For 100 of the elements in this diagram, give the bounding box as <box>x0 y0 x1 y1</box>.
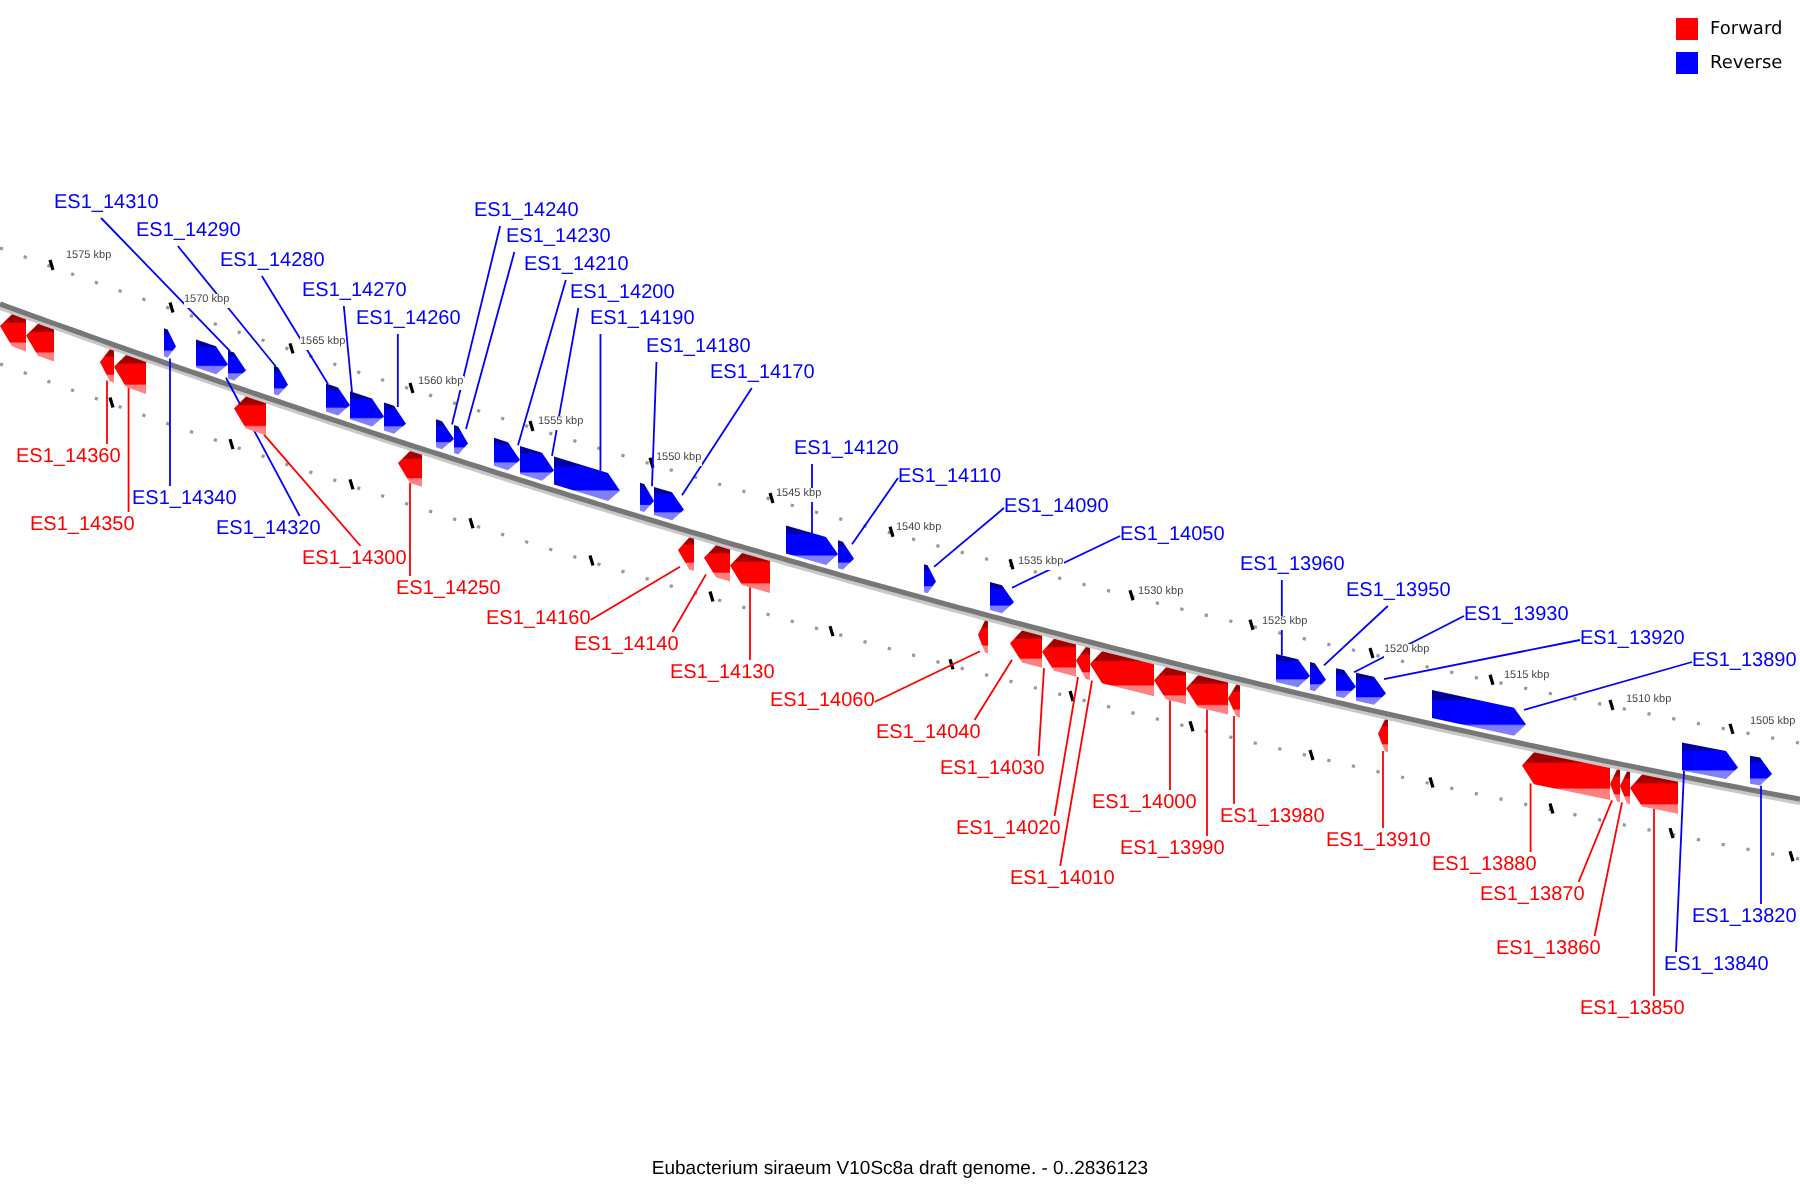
gene-block <box>436 419 454 450</box>
gene-label: ES1_14040 <box>876 720 981 748</box>
gene-block <box>384 402 406 434</box>
gene-block <box>678 537 694 571</box>
gene-label: ES1_14340 <box>132 486 237 514</box>
leader-line <box>599 333 602 472</box>
leader-line <box>749 586 751 661</box>
gene-label: ES1_13860 <box>1496 936 1601 964</box>
leader-line <box>225 376 301 517</box>
leader-line <box>1760 784 1762 905</box>
gene-label: ES1_14010 <box>1010 866 1115 894</box>
leader-line <box>851 477 899 546</box>
leader-line <box>100 217 231 352</box>
gene-block <box>234 396 266 436</box>
gene-block <box>274 366 288 396</box>
leader-line <box>1280 579 1283 657</box>
gene-label: ES1_14310 <box>54 190 159 218</box>
leader-line <box>973 658 1013 721</box>
gene-block <box>326 383 350 416</box>
gene-label: ES1_13870 <box>1480 882 1585 910</box>
leader-line <box>933 507 1005 568</box>
leader-line <box>1053 676 1079 817</box>
gene-block <box>520 445 554 481</box>
gene-label: ES1_13980 <box>1220 804 1325 832</box>
gene-label: ES1_13820 <box>1692 904 1797 932</box>
leader-line <box>671 573 707 633</box>
gene-block <box>1154 667 1186 705</box>
gene-label: ES1_14260 <box>356 306 461 334</box>
leader-line <box>873 650 981 703</box>
gene-label: ES1_13920 <box>1580 626 1685 654</box>
gene-label: ES1_14360 <box>16 444 121 472</box>
leader-line <box>263 433 362 547</box>
gene-block <box>1682 742 1738 780</box>
gene-label: ES1_14060 <box>770 688 875 716</box>
leader-line <box>1169 699 1171 791</box>
leader-line <box>127 387 130 513</box>
leader-line <box>1353 615 1465 674</box>
gene-label: ES1_14300 <box>302 546 407 574</box>
gene-block <box>398 450 422 487</box>
gene-block <box>494 437 520 471</box>
leader-line <box>409 482 411 577</box>
gene-block <box>350 391 384 427</box>
gene-label: ES1_14030 <box>940 756 1045 784</box>
leader-line <box>396 333 399 408</box>
gene-label: ES1_14280 <box>220 248 325 276</box>
gene-label: ES1_14170 <box>710 360 815 388</box>
leader-line <box>551 307 580 457</box>
gene-label: ES1_14200 <box>570 280 675 308</box>
leader-line <box>1593 801 1623 937</box>
leader-line <box>106 379 108 445</box>
gene-block <box>1010 630 1042 668</box>
leader-line <box>1323 605 1389 667</box>
gene-label: ES1_14050 <box>1120 522 1225 550</box>
gene-label: ES1_14090 <box>1004 494 1109 522</box>
gene-label: ES1_14120 <box>794 436 899 464</box>
gene-label: ES1_14250 <box>396 576 501 604</box>
gene-block <box>1356 672 1386 705</box>
leader-line <box>681 387 753 497</box>
leader-line <box>169 357 171 487</box>
gene-label: ES1_14140 <box>574 632 679 660</box>
leader-line <box>451 225 502 426</box>
gene-label: ES1_14020 <box>956 816 1061 844</box>
leader-line <box>1529 782 1532 853</box>
gene-label: ES1_14190 <box>590 306 695 334</box>
gene-label: ES1_13890 <box>1692 648 1797 676</box>
gene-block <box>978 620 988 654</box>
gene-label: ES1_14270 <box>302 278 407 306</box>
leader-line <box>1577 799 1613 883</box>
leader-line <box>1653 808 1655 997</box>
gene-label: ES1_13990 <box>1120 836 1225 864</box>
leader-line <box>465 251 516 430</box>
leader-line <box>1675 770 1685 953</box>
gene-block <box>1432 689 1526 736</box>
leader-line <box>1059 679 1093 867</box>
gene-block <box>1378 719 1388 753</box>
leader-line <box>651 361 658 488</box>
gene-block <box>454 425 468 455</box>
gene-label: ES1_13930 <box>1464 602 1569 630</box>
leader-line <box>1383 639 1581 681</box>
gene-block <box>26 323 54 362</box>
legend-label: Reverse <box>1710 52 1783 76</box>
gene-block <box>990 581 1014 614</box>
leader-line <box>1011 535 1121 589</box>
leader-line <box>1233 715 1235 805</box>
gene-label: ES1_13950 <box>1346 578 1451 606</box>
caption: Eubacterium siraeum V10Sc8a draft genome. - 0..2836123 <box>649 1158 1151 1182</box>
gene-block <box>924 564 936 594</box>
gene-label: ES1_14160 <box>486 606 591 634</box>
leader-line <box>517 279 567 447</box>
leader-line <box>811 463 813 534</box>
gene-label: ES1_14130 <box>670 660 775 688</box>
gene-label: ES1_13960 <box>1240 552 1345 580</box>
leader-line <box>260 275 329 385</box>
leader-line <box>1037 667 1045 757</box>
gene-block <box>704 545 730 582</box>
gene-label: ES1_13880 <box>1432 852 1537 880</box>
leader-line <box>342 305 353 393</box>
gene-label: ES1_13850 <box>1580 996 1685 1024</box>
gene-label: ES1_14110 <box>898 464 1002 492</box>
leader-line <box>1523 661 1693 711</box>
